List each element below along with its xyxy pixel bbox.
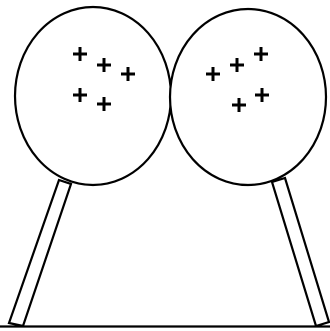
right-stand	[272, 178, 329, 326]
left-stand	[9, 180, 71, 326]
right-sphere	[170, 9, 326, 185]
left-sphere	[15, 7, 171, 185]
